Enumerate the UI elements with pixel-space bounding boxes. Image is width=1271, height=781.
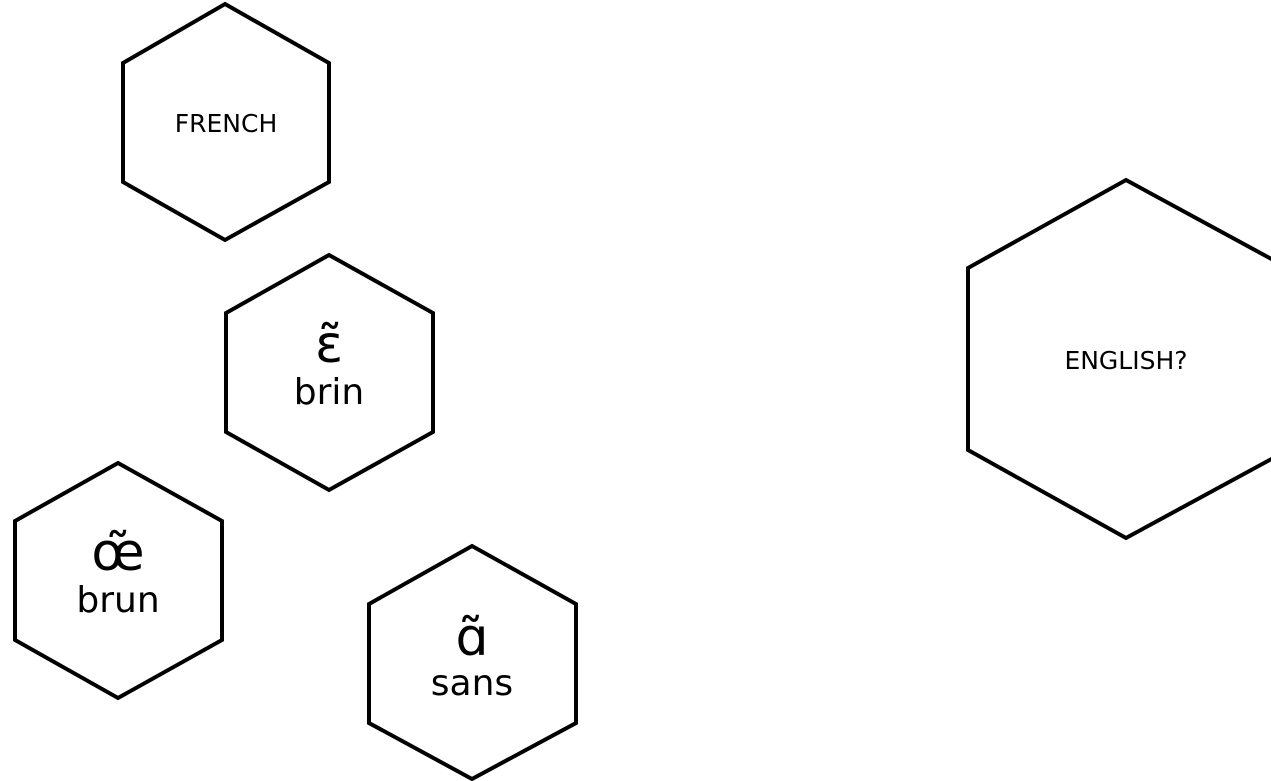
node-label-english: ENGLISH?: [1064, 346, 1187, 375]
hexagon-shape-nasal-oe: [13, 460, 224, 701]
hexagon-shape-french: [121, 1, 331, 243]
hex-node-nasal-a[interactable]: ɑ̃ sans: [367, 543, 578, 781]
node-label-french: FRENCH: [175, 109, 278, 138]
hexagon-shape-nasal-a: [367, 543, 578, 781]
hex-node-english[interactable]: ENGLISH?: [966, 177, 1271, 541]
node-symbol-nasal-e: ɛ̃: [315, 315, 343, 375]
hexagon-shape-nasal-e: [224, 252, 435, 493]
node-symbol-nasal-oe: œ̃: [91, 523, 144, 583]
hex-node-french[interactable]: FRENCH: [121, 1, 331, 243]
hex-node-nasal-oe[interactable]: œ̃ brun: [13, 460, 224, 701]
node-word-sans: sans: [431, 663, 513, 704]
node-word-brin: brin: [294, 372, 364, 413]
hex-node-nasal-e[interactable]: ɛ̃ brin: [224, 252, 435, 493]
node-word-brun: brun: [76, 580, 159, 621]
node-symbol-nasal-a: ɑ̃: [455, 608, 488, 668]
hexagon-shape-english: [966, 177, 1271, 541]
